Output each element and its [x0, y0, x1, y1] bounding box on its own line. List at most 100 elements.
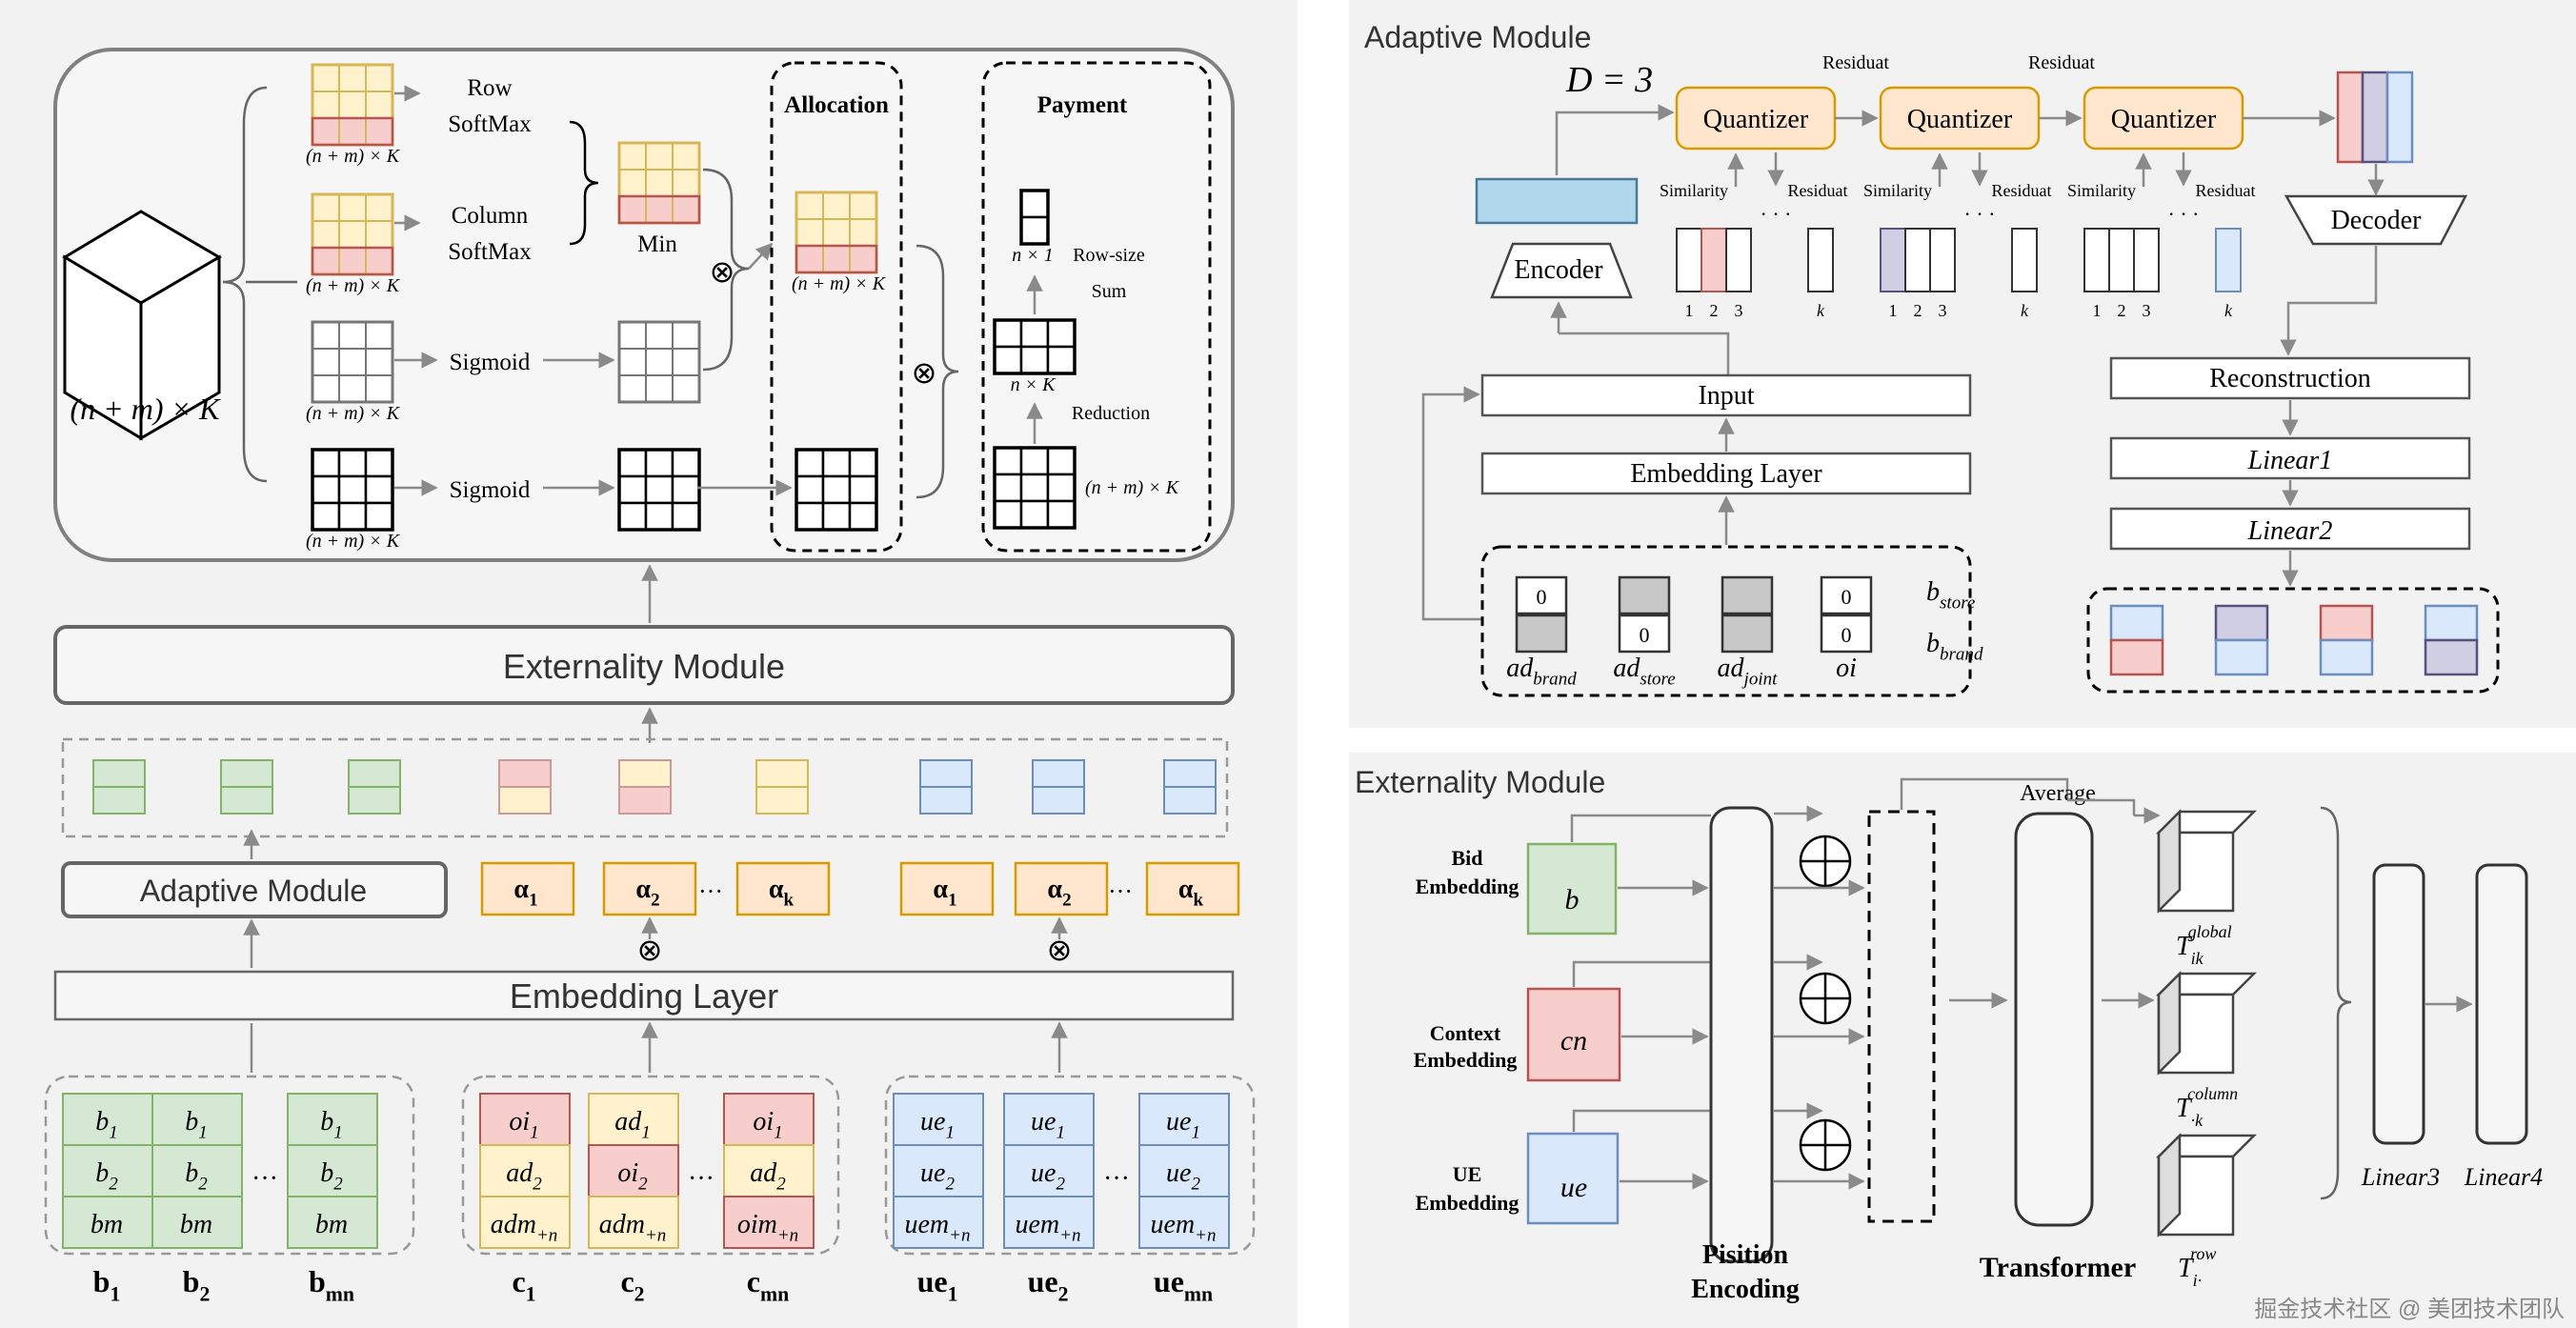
input-cell — [893, 1093, 984, 1146]
embedding-cell-top — [92, 759, 146, 788]
residual-top-label-1: Residuat — [1822, 52, 1889, 73]
sigmoid-output-black-cell — [617, 501, 648, 532]
codebook-entry-k — [2011, 228, 2038, 292]
reconstruction-box — [2109, 356, 2471, 400]
input-cell — [1003, 1093, 1095, 1146]
allocation-grid-black-cell — [848, 501, 878, 532]
input-cell — [151, 1093, 243, 1146]
sigmoid-output-gray-border — [617, 320, 701, 404]
codebook-tick: 3 — [2143, 301, 2151, 320]
tensor-cube-icon — [2155, 970, 2258, 1076]
payment-grid-nmk-cell — [1046, 499, 1077, 530]
residual-down-label: Residuat — [1788, 181, 1848, 200]
input-cell — [287, 1196, 378, 1249]
embedding-layer-bar — [53, 970, 1235, 1021]
cube-label: (n + m) × K — [70, 392, 222, 426]
column-softmax-grid-cell — [338, 193, 367, 222]
input-cell-label: uem+n — [904, 1210, 970, 1245]
input-cell — [1138, 1144, 1230, 1197]
alpha-right-box — [1145, 861, 1240, 916]
codebook-entry — [1929, 228, 1956, 292]
ue-embedding-box — [1526, 1132, 1620, 1225]
min-label: Min — [637, 231, 677, 257]
input-cell — [893, 1196, 984, 1249]
position-encoding-bar — [1709, 806, 1774, 1263]
payment-title: Payment — [1037, 92, 1128, 118]
n-by-K-label: n × K — [1011, 374, 1057, 395]
b-brand-label: bbrand — [1926, 629, 1983, 664]
min-grid-cell — [645, 169, 674, 197]
sigmoid-grid-gray-cell — [338, 321, 367, 350]
linear1-box — [2109, 436, 2471, 480]
tensor-cube-icon — [2155, 1132, 2258, 1238]
bid-embedding-symbol: b — [1565, 884, 1580, 916]
grid-caption-1: (n + m) × K — [306, 146, 401, 167]
context-embedding-box — [1526, 987, 1621, 1082]
linear3-label: Linear3 — [2361, 1163, 2440, 1191]
row-softmax-grid-cell — [365, 117, 393, 146]
codebook-entry-k — [1807, 228, 1834, 292]
embedding-cell-bottom — [1032, 786, 1085, 815]
cube-side — [2157, 1132, 2182, 1238]
min-grid-cell — [672, 142, 700, 171]
ad-item-bottom — [1515, 614, 1568, 654]
payment-grid-nmk-cell — [993, 446, 1023, 476]
recon-item-top — [2109, 604, 2164, 642]
min-grid-cell — [672, 195, 700, 224]
sigmoid-grid-black — [311, 448, 394, 532]
input-group-dots: ··· — [688, 1164, 714, 1194]
allocation-grid-black-cell — [848, 474, 878, 505]
linear3-bar — [2372, 863, 2425, 1145]
payment-grid-nmk-cell — [993, 499, 1023, 530]
ad-item-bottom-zero: 0 — [1841, 623, 1852, 647]
sigmoid-grid-black-cell — [364, 474, 394, 505]
alpha-right-label: α2 — [1047, 875, 1071, 910]
embedding-cell-bottom — [1163, 786, 1217, 815]
row-size-label-l2: Sum — [1092, 281, 1127, 302]
sigmoid-output-black-cell — [644, 501, 674, 532]
min-grid-cell — [672, 169, 700, 197]
row-softmax-grid-cell — [338, 117, 367, 146]
sigmoid-grid-gray-cell — [338, 348, 367, 376]
column-softmax-grid-cell — [365, 193, 393, 222]
input-cell-label: uem+n — [1015, 1210, 1080, 1245]
input-cell-label: bm — [91, 1210, 123, 1239]
input-cell-label: uem+n — [1150, 1210, 1216, 1245]
n-by-1-label: n × 1 — [1012, 245, 1054, 266]
sigmoid-output-black-border — [617, 448, 701, 532]
reduction-label: Reduction — [1072, 403, 1150, 424]
input-cell-label: bm — [180, 1210, 212, 1239]
input-cell-label: b2 — [185, 1158, 208, 1194]
sigmoid-output-black — [617, 448, 701, 532]
ad-item-label: oi — [1836, 654, 1857, 683]
payment-grid-nmk-cell — [1019, 446, 1050, 476]
sigmoid-output-black-cell — [644, 474, 674, 505]
allocation-grid-color-cell — [849, 245, 877, 273]
sigmoid-output-gray-cell — [672, 321, 700, 350]
sigmoid-grid-gray-cell — [365, 348, 393, 376]
min-grid-cell — [618, 195, 647, 224]
similarity-label: Similarity — [1863, 181, 1932, 200]
input-cell — [588, 1144, 679, 1197]
input-cell-label: b2 — [95, 1158, 118, 1194]
codebook-entry — [1725, 228, 1752, 292]
grid-caption-5: (n + m) × K — [792, 273, 887, 294]
min-grid-red-row — [617, 194, 701, 225]
sigmoid-output-gray-cell — [645, 321, 674, 350]
adaptive-embedding-box — [1480, 452, 1972, 495]
recon-item-top — [2424, 604, 2479, 642]
embedding-cell-bottom — [919, 786, 973, 815]
left-panel: (n + m) × K (n + m) × K (n + m) × K (n + m… — [0, 0, 1298, 1328]
row-softmax-grid-cell — [365, 64, 393, 92]
input-cell — [588, 1093, 679, 1146]
similarity-label: Similarity — [2067, 181, 2136, 200]
embedding-cell-top — [220, 759, 273, 788]
codebook-tick: 1 — [2093, 301, 2102, 320]
input-cell-label: ue2 — [920, 1158, 955, 1194]
grid-caption-3: (n + m) × K — [306, 403, 401, 424]
input-cell — [723, 1196, 815, 1249]
allocation-grid-black-border — [795, 448, 878, 532]
bid-embedding-l2: Embedding — [1416, 875, 1519, 898]
cube-icon — [62, 210, 222, 441]
adaptive-embedding-label: Embedding Layer — [1630, 459, 1822, 489]
